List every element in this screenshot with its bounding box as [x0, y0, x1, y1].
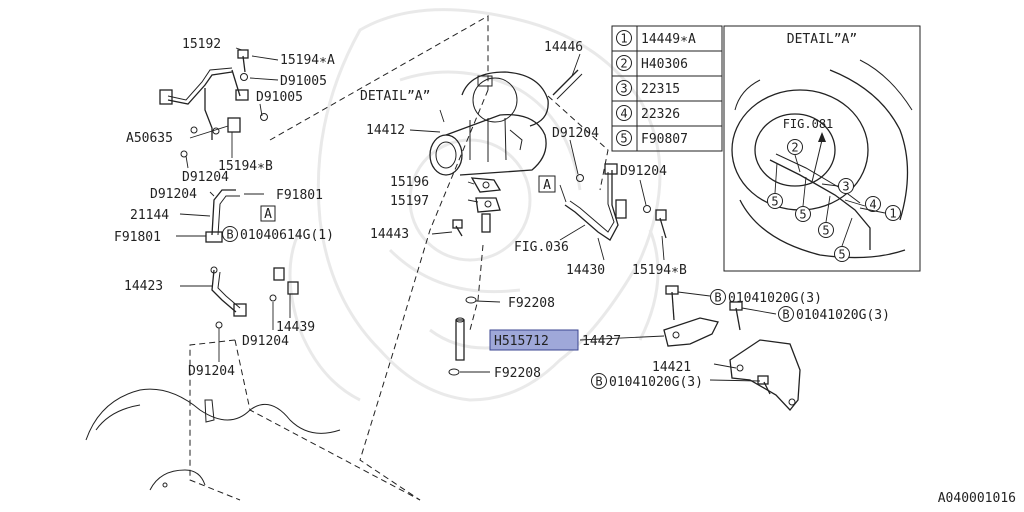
- part-label: 14427: [582, 334, 621, 349]
- detail-callout: 1: [885, 205, 901, 221]
- part-label: 15194∗B: [218, 159, 273, 174]
- oil-drain-pipe: [564, 163, 667, 241]
- part-label: FIG.036: [514, 240, 569, 255]
- detail-callout: 5: [818, 222, 834, 238]
- part-label: F91801: [276, 188, 323, 203]
- detail-callout: 2: [787, 139, 803, 155]
- highlighted-part-box[interactable]: [489, 329, 579, 351]
- part-label: D91204: [242, 334, 289, 349]
- bolt-ref: B 01041020G(3): [591, 373, 703, 390]
- detail-callout: 5: [834, 246, 850, 262]
- part-label: D91204: [552, 126, 599, 141]
- part-label: DETAIL”A”: [360, 89, 430, 104]
- bolt-ref: B 01041020G(3): [710, 289, 822, 306]
- diagram-id: A040001016: [938, 491, 1016, 506]
- oil-return-hose: [205, 189, 299, 329]
- legend-row: 2 H40306: [616, 55, 688, 72]
- part-label: 15196: [390, 175, 429, 190]
- legend-num: 5: [620, 132, 627, 146]
- part-label: 14446: [544, 40, 583, 55]
- part-label: 15194∗B: [632, 263, 687, 278]
- detail-callout: 5: [795, 206, 811, 222]
- part-label: D91204: [182, 170, 229, 185]
- gasket-stack: [452, 177, 502, 237]
- svg-text:A: A: [264, 207, 272, 222]
- svg-text:5: 5: [799, 208, 806, 222]
- part-label: F91801: [114, 230, 161, 245]
- detail-callout: 5: [767, 193, 783, 209]
- part-label: D91005: [280, 74, 327, 89]
- detail-callout: 3: [838, 178, 854, 194]
- part-label: D91204: [150, 187, 197, 202]
- svg-text:B: B: [595, 375, 602, 389]
- legend-table: 1 14449∗A 2 H40306 3 22315 4 22326 5 F90…: [611, 25, 723, 152]
- part-label: D91005: [256, 90, 303, 105]
- part-label: 14430: [566, 263, 605, 278]
- svg-text:1: 1: [889, 207, 896, 221]
- bolt-label: 01041020G(3): [728, 291, 822, 306]
- leader-lines: [176, 47, 777, 382]
- part-label: 21144: [130, 208, 169, 223]
- part-label: F92208: [494, 366, 541, 381]
- legend-row: 3 22315: [616, 80, 680, 97]
- bolt-label: 01041020G(3): [609, 375, 703, 390]
- legend-part: 14449∗A: [641, 32, 696, 47]
- svg-text:B: B: [714, 291, 721, 305]
- bracket-14427: [663, 285, 719, 347]
- part-label: 15194∗A: [280, 53, 335, 68]
- part-label: A50635: [126, 131, 173, 146]
- bolt-label: 01041020G(3): [796, 308, 890, 323]
- bolt-ref: B 01041020G(3): [778, 306, 890, 323]
- part-label: D91204: [620, 164, 667, 179]
- svg-text:B: B: [226, 228, 233, 242]
- svg-text:5: 5: [838, 248, 845, 262]
- bolt-label: 01040614G(1): [240, 228, 334, 243]
- oil-feed-pipe: [159, 49, 268, 158]
- legend-part: F90807: [641, 132, 688, 147]
- part-label: 15197: [390, 194, 429, 209]
- part-label: 14439: [276, 320, 315, 335]
- turbocharger: [429, 71, 549, 176]
- legend-part: 22326: [641, 107, 680, 122]
- bracket-14421: [729, 301, 801, 411]
- connector-hose: [448, 296, 477, 376]
- svg-text:B: B: [782, 308, 789, 322]
- svg-text:4: 4: [869, 198, 876, 212]
- ref-box-a: A: [260, 205, 276, 222]
- part-label: 14412: [366, 123, 405, 138]
- highlighted-part-label[interactable]: H515712: [494, 334, 549, 349]
- part-label: D91204: [188, 364, 235, 379]
- part-label: 14423: [124, 279, 163, 294]
- part-label: 15192: [182, 37, 221, 52]
- legend-row: 4 22326: [616, 105, 680, 122]
- legend-num: 3: [620, 82, 627, 96]
- part-labels: 15192 15194∗A D91005 D91005 A50635 15194…: [114, 37, 691, 381]
- svg-text:5: 5: [771, 195, 778, 209]
- legend-part: 22315: [641, 82, 680, 97]
- detail-fig-081: FIG.081: [783, 117, 834, 131]
- ref-box-a: A: [538, 175, 556, 193]
- svg-text:A: A: [543, 178, 551, 193]
- bolt-ref: B 01040614G(1): [222, 226, 334, 243]
- part-label: F92208: [508, 296, 555, 311]
- legend-num: 1: [620, 32, 627, 46]
- stud: [552, 69, 583, 100]
- detail-a-title: DETAIL”A”: [787, 32, 857, 47]
- svg-text:3: 3: [842, 180, 849, 194]
- legend-row: 1 14449∗A: [616, 30, 696, 47]
- legend-row: 5 F90807: [616, 130, 688, 147]
- detail-callout: 4: [865, 196, 881, 212]
- part-label: 14443: [370, 227, 409, 242]
- legend-num: 2: [620, 57, 627, 71]
- legend-num: 4: [620, 107, 627, 121]
- detail-a-panel: DETAIL”A” FIG.081 2 3 4 1: [723, 25, 921, 272]
- legend-part: H40306: [641, 57, 688, 72]
- svg-text:5: 5: [822, 224, 829, 238]
- part-label: 14421: [652, 360, 691, 375]
- svg-text:2: 2: [791, 141, 798, 155]
- engine-outline: [85, 388, 341, 491]
